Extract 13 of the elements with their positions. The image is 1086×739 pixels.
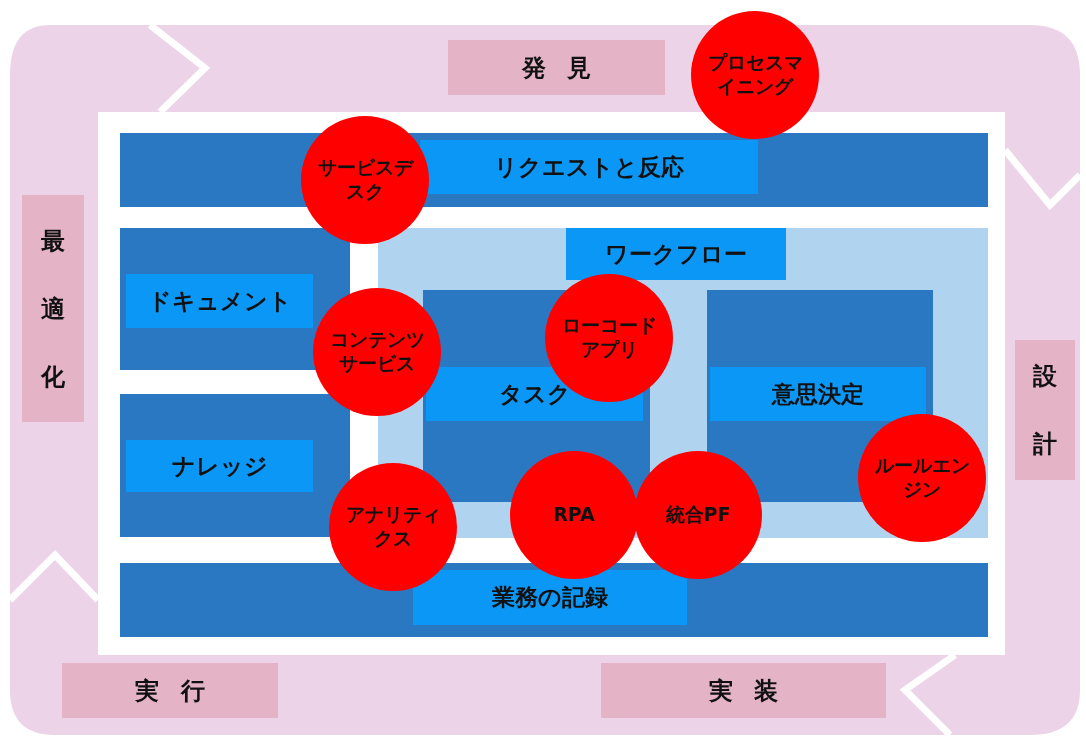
layer-title: 意思決定 (710, 367, 926, 421)
stage-label: 最適化 (22, 195, 84, 422)
technology-bubble: ルールエンジン (858, 414, 986, 542)
layer-title: リクエストと反応 (420, 140, 758, 194)
layer-title: 業務の記録 (413, 570, 687, 625)
layer-title: ドキュメント (126, 274, 313, 328)
layer-title: ナレッジ (126, 440, 313, 492)
stage-label: 実装 (601, 663, 886, 718)
stage-label: 設計 (1015, 340, 1075, 480)
layer-title: ワークフロー (566, 228, 786, 280)
stage-label: 発見 (448, 40, 665, 95)
stage-label: 実行 (62, 663, 278, 718)
layer-band (120, 563, 988, 637)
